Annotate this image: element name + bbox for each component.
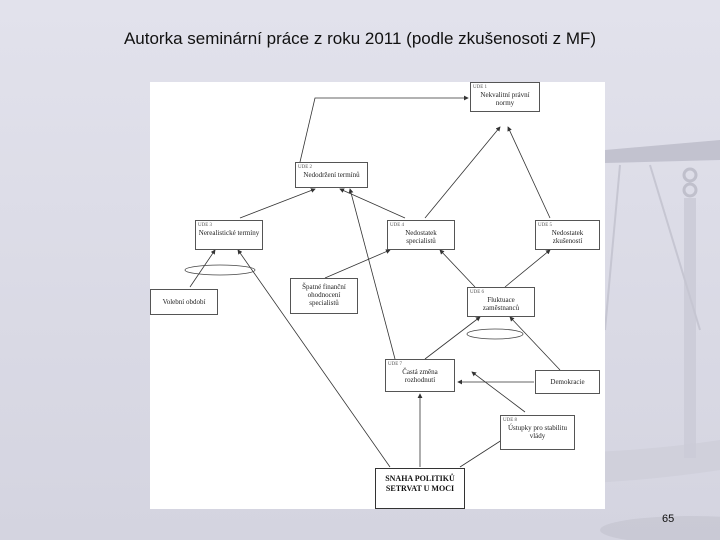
node-spatne-ohodnoceni: Špatné finanční ohodnocení specialistů [290,278,358,314]
diagram-arrows [184,95,561,468]
node-volebni-obdobi: Volební období [150,289,218,315]
node-ude3: UDE 3 Nerealistické termíny [195,220,263,250]
page-number: 65 [662,513,675,525]
node-ude7-label: Častá změna rozhodnutí [402,367,438,384]
node-ude1: UDE 1 Nekvalitní právní normy [470,82,540,112]
node-ude3-number: UDE 3 [198,223,213,228]
slide-title: Autorka seminární práce z roku 2011 (pod… [123,29,597,48]
node-ude3-label: Nerealistické termíny [198,228,260,237]
node-ude4: UDE 4 Nedostatek specialistů [387,220,455,250]
node-ude6-number: UDE 6 [470,290,485,295]
node-ude5: UDE 5 Nedostatek zkušeností [535,220,600,250]
node-ude5-label: Nedostatek zkušeností [551,228,584,245]
node-ude7-number: UDE 7 [388,362,403,367]
node-ude1-number: UDE 1 [473,85,488,90]
node-demokracie: Demokracie [535,370,600,394]
node-ude8: UDE 8 Ústupky pro stabilitu vlády [500,415,575,450]
diagram-panel: UDE 1 Nekvalitní právní normy UDE 2 Nedo… [150,82,605,509]
node-ude2-label: Nedodržení termínů [303,170,360,179]
node-demokracie-label: Demokracie [550,378,585,386]
node-ude6-label: Fluktuace zaměstnanců [482,295,520,312]
node-ude2: UDE 2 Nedodržení termínů [295,162,368,188]
node-ude1-label: Nekvalitní právní normy [480,90,530,107]
node-ude6: UDE 6 Fluktuace zaměstnanců [467,287,535,317]
node-volebni-obdobi-label: Volební období [162,298,206,306]
node-ude4-number: UDE 4 [390,223,405,228]
node-ude4-label: Nedostatek specialistů [405,228,437,245]
node-snaha-politiku: SNAHA POLITIKŮ SETRVAT U MOCI [375,468,465,509]
node-spatne-ohodnoceni-label: Špatné finanční ohodnocení specialistů [302,283,346,308]
node-ude7: UDE 7 Častá změna rozhodnutí [385,359,455,392]
node-ude5-number: UDE 5 [538,223,553,228]
node-ude8-number: UDE 8 [503,418,518,423]
node-ude8-label: Ústupky pro stabilitu vlády [507,423,568,440]
node-ude2-number: UDE 2 [298,165,313,170]
